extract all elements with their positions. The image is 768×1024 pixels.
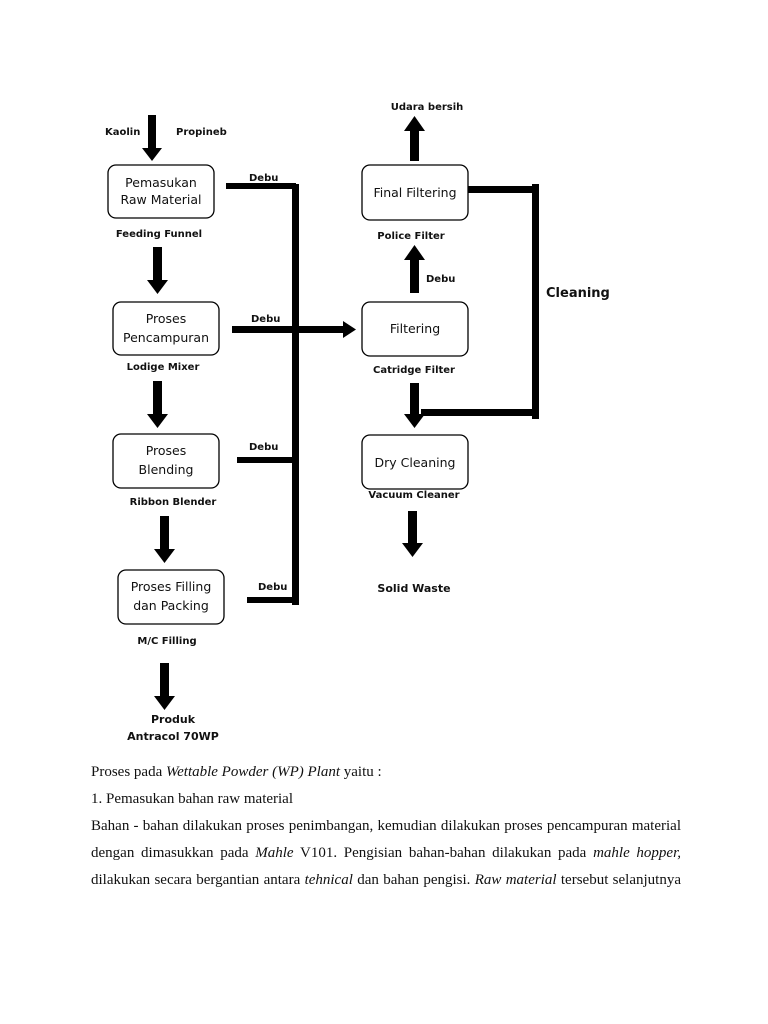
box-raw-material-line2: Raw Material <box>120 192 201 207</box>
product-line1: Produk <box>151 713 196 726</box>
dust-collector-lines <box>226 183 356 605</box>
caption-feeding-funnel: Feeding Funnel <box>116 229 202 240</box>
box-pencampuran-line2: Pencampuran <box>123 330 209 345</box>
arrow-up-middle <box>404 245 425 293</box>
text-line-1c: yaitu : <box>340 764 382 780</box>
text-line-4d: mahle hopper, <box>593 845 682 861</box>
text-line-1a: Proses pada <box>91 764 166 780</box>
caption-vacuum-cleaner: Vacuum Cleaner <box>368 490 459 501</box>
box-filling-packing-line2: dan Packing <box>133 598 209 613</box>
arrow-down-1 <box>147 247 168 294</box>
text-line-3: Bahan - bahan dilakukan proses penimbang… <box>91 818 681 834</box>
caption-ribbon-blender: Ribbon Blender <box>130 497 217 508</box>
text-line-5c: dan bahan pengisi. <box>352 872 475 888</box>
arrow-down-3 <box>154 516 175 563</box>
box-dry-cleaning-label: Dry Cleaning <box>375 455 456 470</box>
text-line-4a: dengan dimasukkan pada <box>91 845 256 861</box>
text-line-1b: Wettable Powder (WP) Plant <box>166 764 340 780</box>
box-raw-material-line1: Pemasukan <box>125 175 197 190</box>
box-blending-line2: Blending <box>139 462 194 477</box>
dust-label-middle: Debu <box>426 274 455 285</box>
box-filling-packing-line1: Proses Filling <box>131 579 212 594</box>
text-line-4: dengan dimasukkan pada Mahle V101. Pengi… <box>91 840 681 867</box>
cleaning-loop-lines <box>421 184 539 419</box>
box-blending <box>112 433 220 489</box>
arrow-down-solid-waste <box>402 511 423 557</box>
arrow-up-clean-air <box>404 116 425 161</box>
input-propineb-label: Propineb <box>176 127 227 138</box>
clean-air-label: Udara bersih <box>391 102 464 113</box>
text-line-1: Proses pada Wettable Powder (WP) Plant y… <box>91 759 681 786</box>
dust-label-2: Debu <box>251 314 280 325</box>
process-flow-diagram: Kaolin Propineb Pemasukan Raw Material F… <box>105 102 610 743</box>
text-line-5b: tehnical <box>304 872 353 888</box>
arrow-down-to-dry-cleaning <box>404 383 425 428</box>
box-pencampuran-line1: Proses <box>146 311 187 326</box>
box-raw-material <box>107 164 215 219</box>
box-final-filtering-label: Final Filtering <box>373 185 456 200</box>
text-line-4c: V101. Pengisian bahan-bahan dilakukan pa… <box>293 845 594 861</box>
cleaning-label: Cleaning <box>546 286 610 301</box>
box-dry-cleaning <box>361 434 469 490</box>
text-line-2: 1. Pemasukan bahan raw material <box>91 791 294 807</box>
text-line-5: dilakukan secara bergantian antara tehni… <box>91 867 681 894</box>
product-line2: Antracol 70WP <box>127 730 219 743</box>
box-filtering-label: Filtering <box>390 321 440 336</box>
text-line-5d: Raw material <box>474 872 557 888</box>
arrow-down-2 <box>147 381 168 428</box>
arrow-down-4 <box>154 663 175 710</box>
caption-police-filter: Police Filter <box>377 231 444 242</box>
text-line-4b: Mahle <box>255 845 294 861</box>
solid-waste-label: Solid Waste <box>377 582 450 595</box>
box-pencampuran <box>112 301 220 356</box>
box-filtering <box>361 301 469 357</box>
dust-label-1: Debu <box>249 173 278 184</box>
input-kaolin-label: Kaolin <box>105 127 140 138</box>
dust-label-4: Debu <box>258 582 287 593</box>
dust-label-3: Debu <box>249 442 278 453</box>
caption-catridge-filter: Catridge Filter <box>373 365 455 376</box>
text-line-5e: tersebut selanjutnya <box>556 872 681 888</box>
box-filling-packing <box>117 569 225 625</box>
caption-mc-filling: M/C Filling <box>137 636 196 647</box>
text-line-5a: dilakukan secara bergantian antara <box>91 872 305 888</box>
arrow-down-input <box>142 115 162 161</box>
box-blending-line1: Proses <box>146 443 187 458</box>
caption-lodige-mixer: Lodige Mixer <box>127 362 200 373</box>
